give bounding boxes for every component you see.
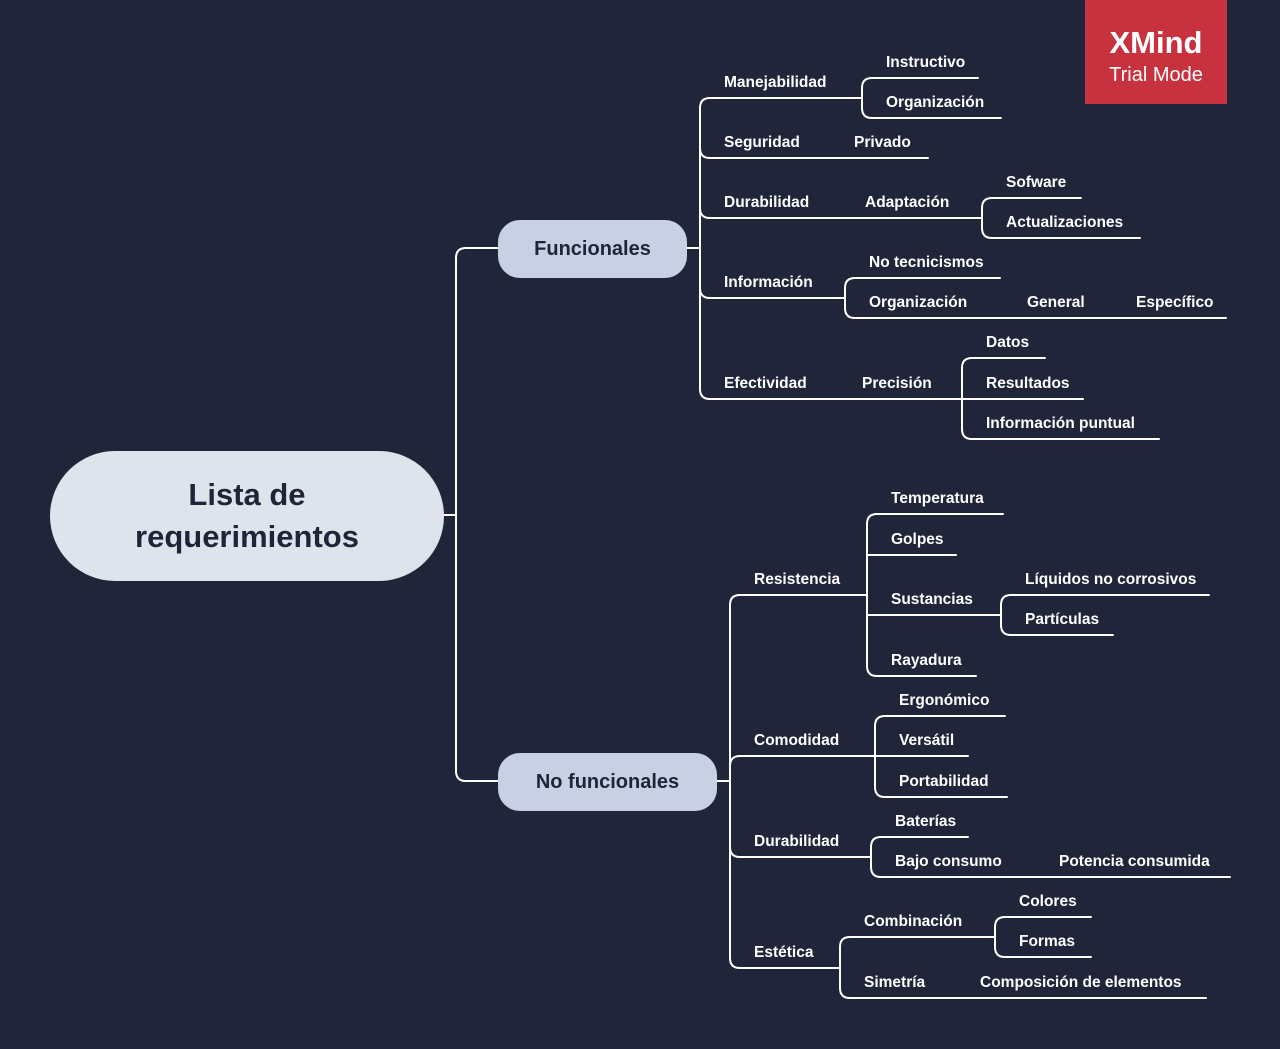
topic-versatil[interactable]: Versátil: [899, 732, 955, 749]
link-funcionales-informacion: [699, 287, 846, 299]
main-topic-funcionales[interactable]: Funcionales: [498, 220, 687, 278]
trial-mode-watermark: XMind Trial Mode: [1085, 0, 1227, 104]
topic-ergonomico[interactable]: Ergonómico: [899, 692, 990, 709]
link-no-funcionales-spine: [729, 594, 741, 969]
topic-especifico[interactable]: Específico: [1136, 294, 1214, 311]
topic-actualizaciones[interactable]: Actualizaciones: [1006, 214, 1124, 231]
topic-privado[interactable]: Privado: [854, 134, 911, 151]
topic-portabilidad[interactable]: Portabilidad: [899, 773, 989, 790]
root-topic-line-2: requerimientos: [135, 519, 359, 554]
link-funcionales-durabilidad: [699, 207, 983, 219]
link-durabilidad-children: [981, 197, 993, 239]
link-no-funcionales-durabilidad: [729, 846, 872, 858]
link-durabilidad2-children: [870, 836, 882, 878]
topic-potencia-consumida[interactable]: Potencia consumida: [1059, 853, 1210, 870]
topic-liquidos-no-corrosivos[interactable]: Líquidos no corrosivos: [1025, 571, 1197, 588]
topic-general[interactable]: General: [1027, 294, 1085, 311]
link-no-funcionales-comodidad: [729, 755, 876, 767]
topic-colores[interactable]: Colores: [1019, 893, 1077, 910]
topic-baterias[interactable]: Baterías: [895, 813, 957, 830]
topic-informacion-puntual[interactable]: Información puntual: [986, 415, 1135, 432]
topic-estetica[interactable]: Estética: [754, 944, 814, 961]
topic-seguridad[interactable]: Seguridad: [724, 134, 800, 151]
topic-adaptacion[interactable]: Adaptación: [865, 194, 950, 211]
topic-sustancias[interactable]: Sustancias: [891, 591, 973, 608]
topic-efectividad[interactable]: Efectividad: [724, 375, 807, 392]
topic-datos[interactable]: Datos: [986, 334, 1030, 351]
watermark-subtitle: Trial Mode: [1109, 64, 1203, 86]
topic-bajo-consumo[interactable]: Bajo consumo: [895, 853, 1002, 870]
topic-instructivo[interactable]: Instructivo: [886, 54, 966, 71]
topic-simetria[interactable]: Simetría: [864, 974, 926, 991]
topic-golpes[interactable]: Golpes: [891, 531, 944, 548]
link-root-no-funcionales: [455, 514, 499, 782]
topic-comodidad[interactable]: Comodidad: [754, 732, 840, 749]
link-funcionales-spine: [699, 97, 711, 400]
topic-informacion[interactable]: Información: [724, 274, 813, 291]
main-topic-no-funcionales[interactable]: No funcionales: [498, 753, 717, 811]
topic-formas[interactable]: Formas: [1019, 933, 1075, 950]
link-root-funcionales: [455, 247, 499, 516]
topic-composicion-de-elementos[interactable]: Composición de elementos: [980, 974, 1182, 991]
topic-precision[interactable]: Precisión: [862, 375, 932, 392]
topic-sofware[interactable]: Sofware: [1006, 174, 1067, 191]
topic-particulas[interactable]: Partículas: [1025, 611, 1100, 628]
topic-temperatura[interactable]: Temperatura: [891, 490, 984, 507]
topic-durabilidad-funcional[interactable]: Durabilidad: [724, 194, 810, 211]
link-estetica-children: [839, 936, 851, 999]
topic-combinacion[interactable]: Combinación: [864, 913, 963, 930]
link-funcionales-seguridad: [699, 147, 929, 159]
topic-resultados[interactable]: Resultados: [986, 375, 1070, 392]
topic-manejabilidad[interactable]: Manejabilidad: [724, 74, 827, 91]
link-combinacion-children: [994, 916, 1006, 958]
link-informacion-children: [844, 277, 856, 319]
root-topic[interactable]: Lista de requerimientos: [50, 451, 444, 581]
topic-durabilidad-no-funcional[interactable]: Durabilidad: [754, 833, 840, 850]
link-sustancias-children: [1000, 594, 1012, 636]
topic-rayadura[interactable]: Rayadura: [891, 652, 962, 669]
link-resistencia-children: [866, 513, 878, 677]
link-manejabilidad-children: [861, 77, 873, 119]
topic-no-tecnicismos[interactable]: No tecnicismos: [869, 254, 984, 271]
watermark-title: XMind: [1109, 25, 1203, 60]
topic-organizacion-manejabilidad[interactable]: Organización: [886, 94, 985, 111]
main-topic-funcionales-label: Funcionales: [534, 237, 651, 260]
main-topic-no-funcionales-label: No funcionales: [535, 770, 680, 793]
root-topic-line-1: Lista de: [188, 477, 306, 512]
topic-organizacion-informacion[interactable]: Organización: [869, 294, 968, 311]
topic-resistencia[interactable]: Resistencia: [754, 571, 841, 588]
